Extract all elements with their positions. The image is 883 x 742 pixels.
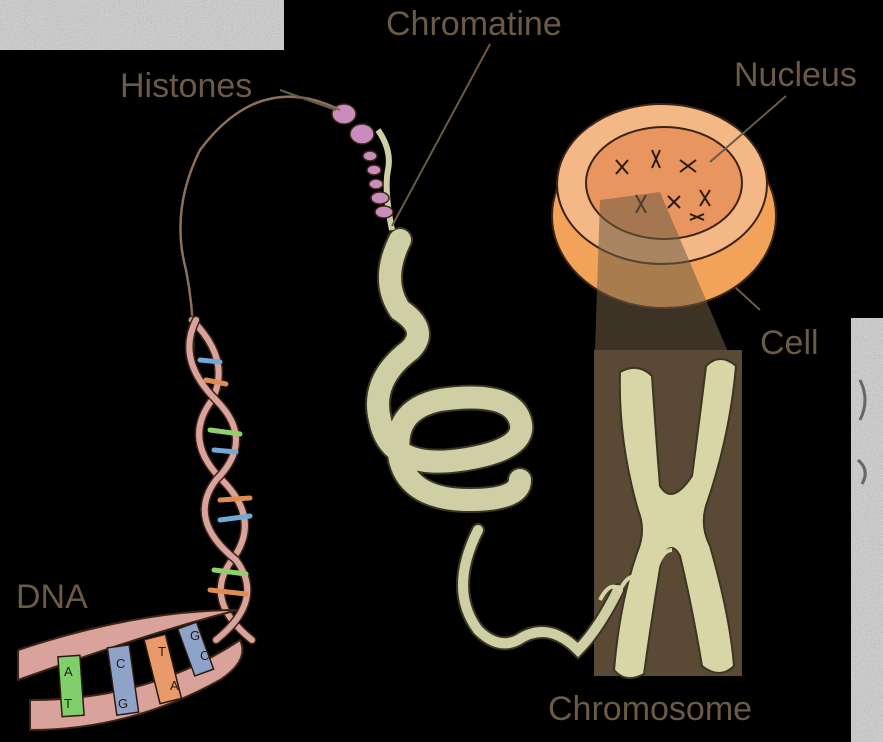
label-nucleus: Nucleus (734, 56, 857, 94)
label-cell: Cell (760, 324, 819, 362)
base-letter: T (158, 644, 166, 659)
dna-helix (189, 320, 252, 640)
label-chromosome: Chromosome (548, 690, 752, 728)
label-dna: DNA (16, 578, 88, 616)
histone-beads (332, 104, 393, 218)
base-letter: A (170, 678, 179, 693)
label-histones: Histones (120, 67, 252, 105)
base-letter: A (64, 664, 73, 679)
dna-ladder: A T C G T A G C (18, 610, 243, 730)
base-letter: G (190, 628, 200, 643)
base-letter: T (64, 696, 72, 711)
chromatin-fiber (378, 240, 618, 650)
base-letter: C (200, 648, 209, 663)
label-chromatine: Chromatine (386, 5, 562, 43)
base-letter: C (116, 656, 125, 671)
base-letter: G (118, 696, 128, 711)
